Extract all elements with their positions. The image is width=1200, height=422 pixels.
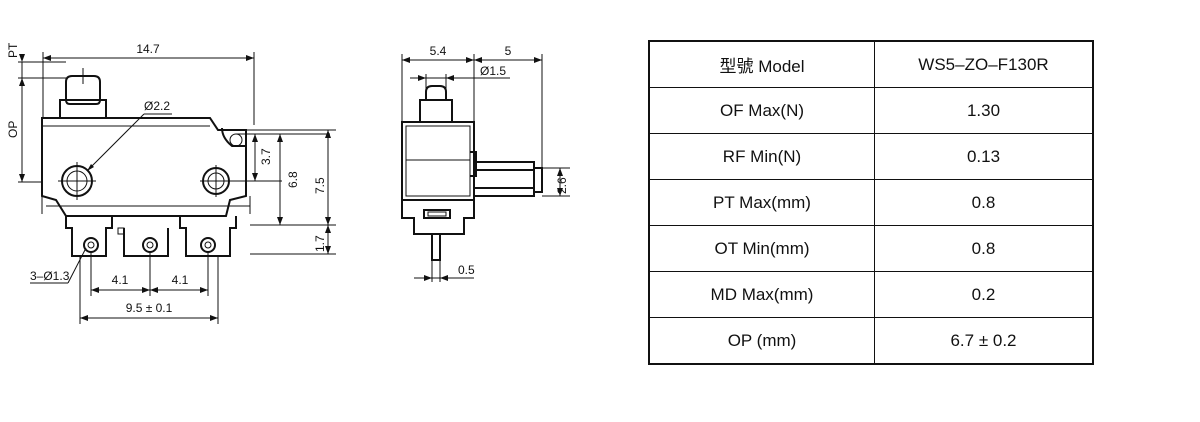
dim-6-8-label: 6.8	[286, 171, 300, 188]
spec-value: 6.7 ± 0.2	[874, 317, 1094, 365]
spec-label: RF Min(N)	[648, 133, 875, 180]
table-row: OP (mm) 6.7 ± 0.2	[648, 317, 1094, 365]
table-row: RF Min(N) 0.13	[648, 133, 1094, 180]
dim-width-label: 14.7	[136, 42, 160, 56]
dim-terminal-holes-label: 3–Ø1.3	[30, 269, 70, 283]
dim-1-7-label: 1.7	[313, 235, 327, 252]
spec-label: OF Max(N)	[648, 87, 875, 134]
spec-value: 1.30	[874, 87, 1094, 134]
dim-pitch-left-label: 4.1	[112, 273, 129, 287]
dim-pitch-right-label: 4.1	[172, 273, 189, 287]
spec-label: OP (mm)	[648, 317, 875, 365]
table-row: 型號 Model WS5–ZO–F130R	[648, 40, 1094, 88]
spec-label: MD Max(mm)	[648, 271, 875, 318]
table-row: OT Min(mm) 0.8	[648, 225, 1094, 272]
technical-drawing: 14.7 PT OP Ø2.2	[6, 42, 570, 324]
spec-value: 0.2	[874, 271, 1094, 318]
dim-7-5-label: 7.5	[313, 177, 327, 194]
spec-value: 0.8	[874, 225, 1094, 272]
spec-label: PT Max(mm)	[648, 179, 875, 226]
spec-value: 0.13	[874, 133, 1094, 180]
dim-actuator-label: Ø1.5	[480, 64, 506, 78]
dim-5-4-label: 5.4	[430, 44, 447, 58]
table-row: OF Max(N) 1.30	[648, 87, 1094, 134]
terminals	[65, 216, 237, 257]
label-op: OP	[6, 121, 20, 138]
label-pt: PT	[6, 42, 20, 58]
front-view: 14.7 PT OP Ø2.2	[6, 42, 336, 324]
spec-label: OT Min(mm)	[648, 225, 875, 272]
dim-0-5-label: 0.5	[458, 263, 475, 277]
dim-2-6-label: 2.6	[555, 177, 569, 194]
table-row: MD Max(mm) 0.2	[648, 271, 1094, 318]
spec-value: WS5–ZO–F130R	[874, 40, 1094, 88]
spec-table: 型號 Model WS5–ZO–F130R OF Max(N) 1.30 RF …	[648, 40, 1094, 365]
side-view: 5.4 5 Ø1.5 2.6	[401, 44, 570, 282]
table-row: PT Max(mm) 0.8	[648, 179, 1094, 226]
dim-5-label: 5	[505, 44, 512, 58]
dim-span-label: 9.5 ± 0.1	[126, 301, 173, 315]
spec-label: 型號 Model	[648, 40, 875, 88]
spec-value: 0.8	[874, 179, 1094, 226]
dim-3-7-label: 3.7	[259, 148, 273, 165]
dim-hole-large-label: Ø2.2	[144, 99, 170, 113]
